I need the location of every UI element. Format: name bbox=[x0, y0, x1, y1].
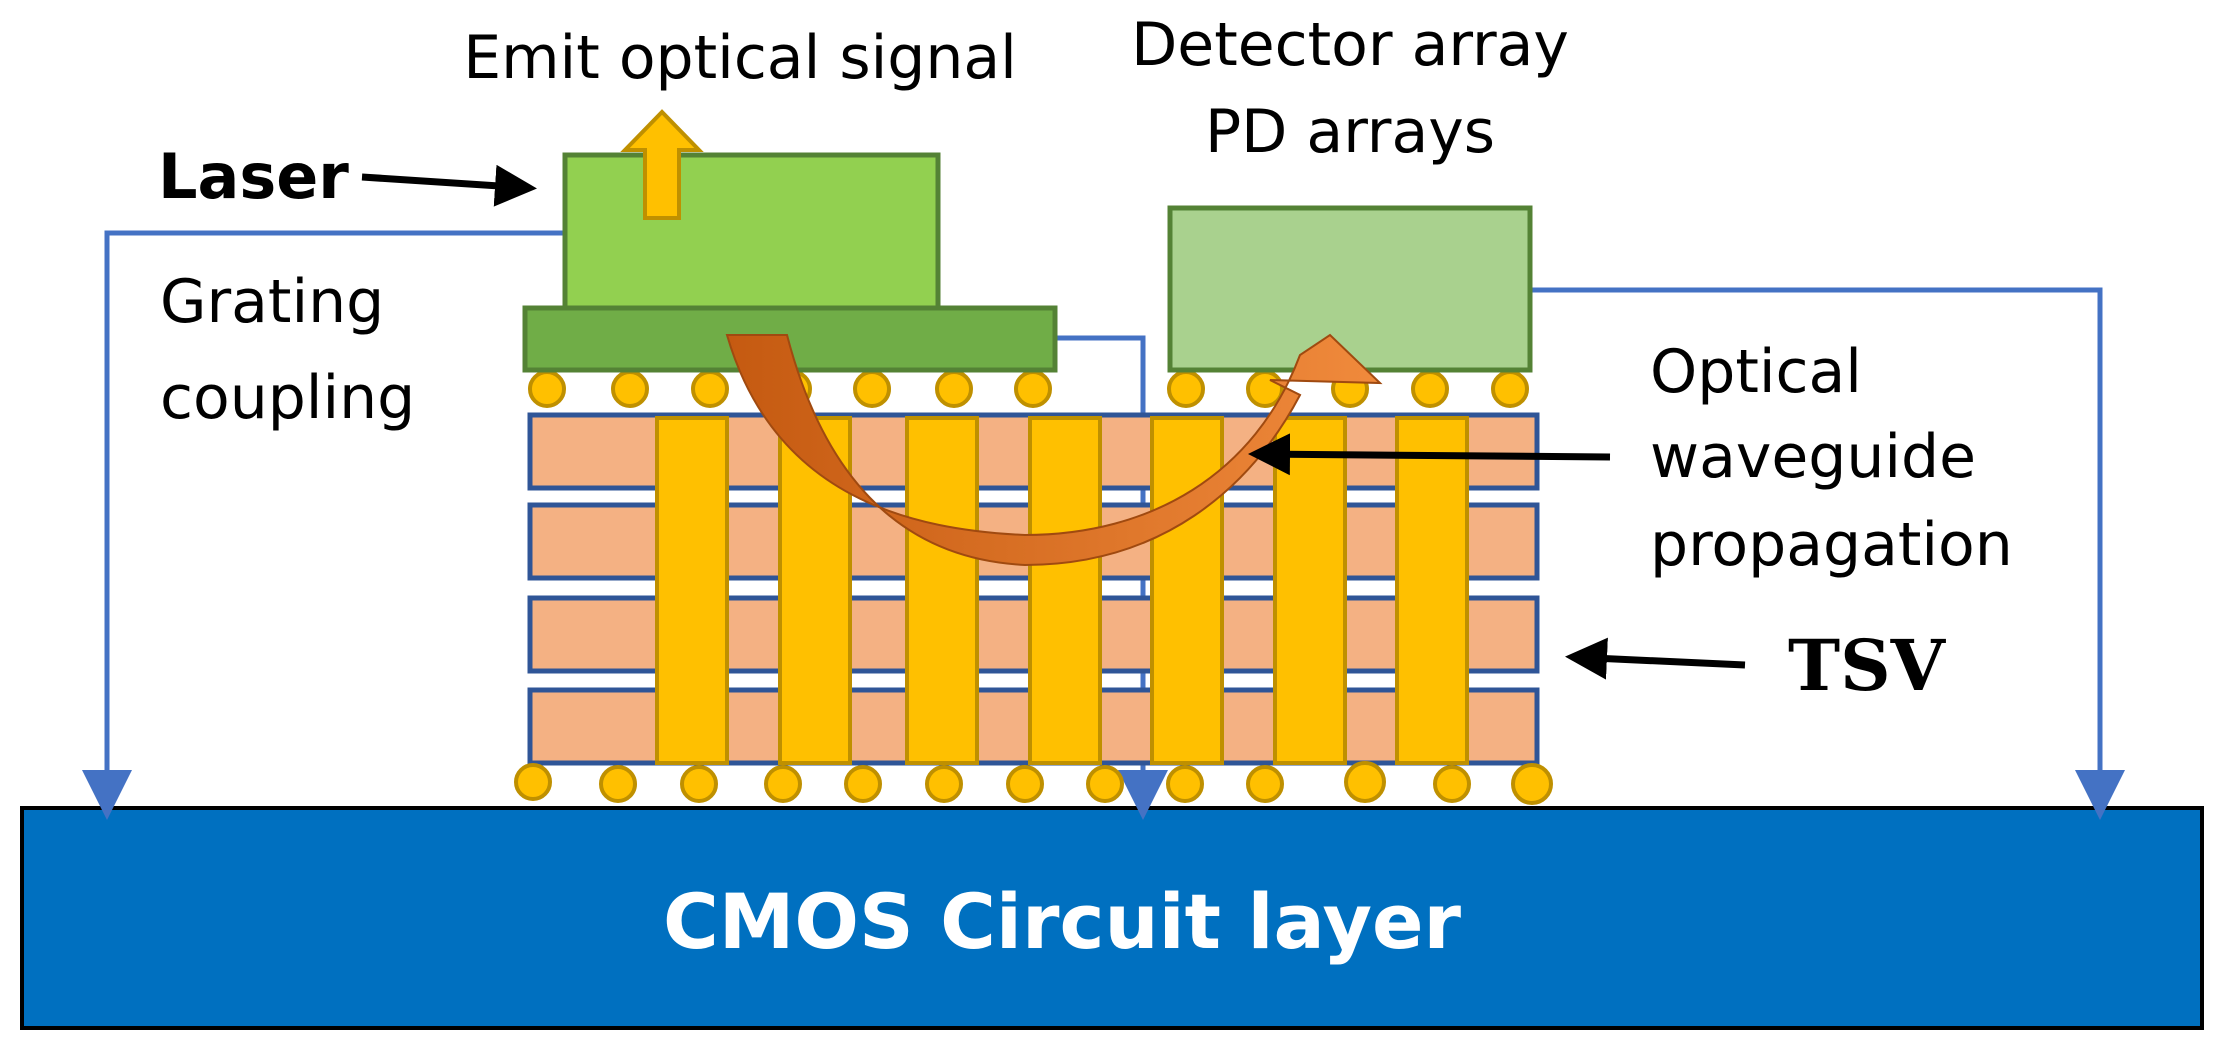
solder-bump bbox=[1246, 765, 1284, 803]
solder-bump bbox=[1086, 765, 1124, 803]
detector-block bbox=[1167, 205, 1533, 373]
waveguide-label-3: propagation bbox=[1650, 510, 2013, 580]
grating-label-sub: coupling bbox=[160, 363, 415, 433]
tsv-via bbox=[1273, 416, 1347, 765]
solder-bump bbox=[1246, 370, 1284, 408]
waveguide-label-2: waveguide bbox=[1650, 422, 1976, 492]
grating-label: Grating bbox=[160, 267, 384, 337]
solder-bump bbox=[1433, 765, 1471, 803]
solder-bump bbox=[1166, 765, 1204, 803]
tsv-pointer-arrow bbox=[1565, 637, 1746, 680]
solder-bump bbox=[1511, 763, 1553, 805]
solder-bump bbox=[764, 765, 802, 803]
solder-bump bbox=[1006, 765, 1044, 803]
solder-bump bbox=[1167, 370, 1205, 408]
waveguide-label: Optical bbox=[1650, 337, 1862, 407]
solder-bump bbox=[935, 370, 973, 408]
solder-bump bbox=[844, 765, 882, 803]
solder-bump bbox=[853, 370, 891, 408]
tsv-via bbox=[1028, 416, 1102, 765]
cmos-layer bbox=[20, 806, 2204, 1030]
solder-bump bbox=[599, 765, 637, 803]
laser-pointer-arrow bbox=[361, 164, 537, 207]
tsv-via bbox=[655, 416, 729, 765]
tsv-via bbox=[905, 416, 979, 765]
detector-label-sub: PD arrays bbox=[1205, 97, 1495, 167]
solder-bump bbox=[691, 370, 729, 408]
top-solder-bumps bbox=[528, 370, 1529, 408]
laser-label: Laser bbox=[158, 140, 349, 213]
detector-label: Detector array bbox=[1131, 10, 1569, 80]
laser-wire bbox=[82, 230, 565, 820]
solder-bump bbox=[1491, 370, 1529, 408]
solder-bump bbox=[611, 370, 649, 408]
tsv-label: TSV bbox=[1788, 624, 1947, 707]
tsv-vias bbox=[655, 416, 1469, 765]
up-arrow-icon bbox=[620, 109, 704, 220]
detector-wire bbox=[1530, 287, 2125, 820]
solder-bump bbox=[528, 370, 566, 408]
laser-block bbox=[562, 152, 941, 311]
bottom-solder-bumps bbox=[514, 761, 1553, 805]
solder-bump bbox=[925, 765, 963, 803]
emit-label: Emit optical signal bbox=[463, 23, 1017, 93]
solder-bump bbox=[514, 763, 552, 801]
tsv-via bbox=[1150, 416, 1224, 765]
solder-bump bbox=[1344, 761, 1386, 803]
solder-bump bbox=[680, 765, 718, 803]
tsv-via bbox=[1395, 416, 1469, 765]
waveguide-pointer-arrow bbox=[1248, 433, 1611, 476]
cmos-label: CMOS Circuit layer bbox=[663, 877, 1462, 966]
solder-bump bbox=[1014, 370, 1052, 408]
solder-bump bbox=[1411, 370, 1449, 408]
